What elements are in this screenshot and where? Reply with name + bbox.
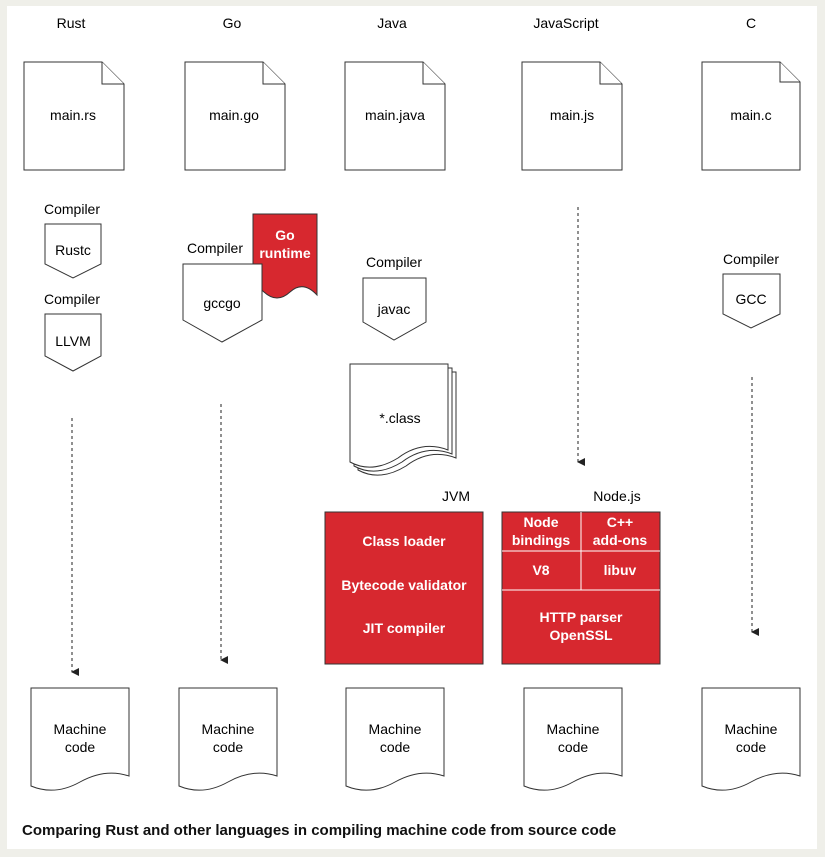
svg-text:*.class: *.class <box>379 410 420 426</box>
svg-text:gccgo: gccgo <box>203 295 241 311</box>
svg-text:main.c: main.c <box>730 107 771 123</box>
jvm-class-loader: Class loader <box>362 533 446 549</box>
svg-text:Machine: Machine <box>202 721 255 737</box>
nodejs-title: Node.js <box>593 488 640 504</box>
source-file-go: main.go <box>184 61 286 171</box>
svg-text:main.java: main.java <box>365 107 425 123</box>
compiler-label-gccgo: Compiler <box>187 240 243 256</box>
machine-code-go: Machine code <box>178 687 278 791</box>
source-file-rust: main.rs <box>23 61 125 171</box>
jvm-jit-compiler: JIT compiler <box>363 620 446 636</box>
jvm-bytecode-validator: Bytecode validator <box>341 577 467 593</box>
nodejs-bindings-1: Node <box>524 514 559 530</box>
header-javascript: JavaScript <box>533 15 598 31</box>
svg-text:Rustc: Rustc <box>55 242 91 258</box>
source-file-java: main.java <box>344 61 446 171</box>
compiler-label-javac: Compiler <box>366 254 422 270</box>
svg-text:Go: Go <box>275 227 294 243</box>
svg-text:main.js: main.js <box>550 107 594 123</box>
machine-code-javascript: Machine code <box>523 687 623 791</box>
svg-text:code: code <box>213 739 244 755</box>
svg-text:code: code <box>380 739 411 755</box>
nodejs-libuv: libuv <box>604 562 637 578</box>
go-runtime-banner: Go runtime <box>252 213 318 299</box>
compiler-label-rustc: Compiler <box>44 201 100 217</box>
jvm-box: Class loader Bytecode validator JIT comp… <box>324 511 484 665</box>
nodejs-v8: V8 <box>532 562 549 578</box>
source-file-javascript: main.js <box>521 61 623 171</box>
svg-text:GCC: GCC <box>735 291 766 307</box>
compiler-llvm: LLVM <box>44 313 102 372</box>
header-rust: Rust <box>57 15 86 31</box>
compiler-gcc: GCC <box>722 273 781 329</box>
svg-text:code: code <box>736 739 767 755</box>
svg-text:Machine: Machine <box>547 721 600 737</box>
svg-text:code: code <box>65 739 96 755</box>
svg-text:LLVM: LLVM <box>55 333 91 349</box>
machine-code-c: Machine code <box>701 687 801 791</box>
nodejs-http-parser: HTTP parser <box>540 609 624 625</box>
class-files-stack: *.class <box>349 363 457 476</box>
compiler-javac: javac <box>362 277 427 341</box>
source-file-c: main.c <box>701 61 801 171</box>
compiler-rustc: Rustc <box>44 223 102 279</box>
machine-code-java: Machine code <box>345 687 445 791</box>
svg-text:javac: javac <box>377 301 411 317</box>
svg-text:Machine: Machine <box>54 721 107 737</box>
svg-text:runtime: runtime <box>259 245 311 261</box>
compiler-label-llvm: Compiler <box>44 291 100 307</box>
nodejs-addons-2: add-ons <box>593 532 648 548</box>
figure-caption: Comparing Rust and other languages in co… <box>22 822 617 839</box>
svg-text:main.rs: main.rs <box>50 107 96 123</box>
machine-code-rust: Machine code <box>30 687 130 791</box>
header-java: Java <box>377 15 407 31</box>
svg-text:Machine: Machine <box>369 721 422 737</box>
svg-text:code: code <box>558 739 589 755</box>
svg-text:Machine: Machine <box>725 721 778 737</box>
compiler-label-gcc: Compiler <box>723 251 779 267</box>
header-c: C <box>746 15 756 31</box>
compiler-gccgo: gccgo <box>182 263 263 343</box>
jvm-title: JVM <box>442 488 470 504</box>
header-go: Go <box>223 15 242 31</box>
nodejs-bindings-2: bindings <box>512 532 571 548</box>
nodejs-addons-1: C++ <box>607 514 633 530</box>
nodejs-openssl: OpenSSL <box>549 627 612 643</box>
nodejs-box: Node bindings C++ add-ons V8 libuv HTTP … <box>501 511 661 665</box>
svg-text:main.go: main.go <box>209 107 259 123</box>
